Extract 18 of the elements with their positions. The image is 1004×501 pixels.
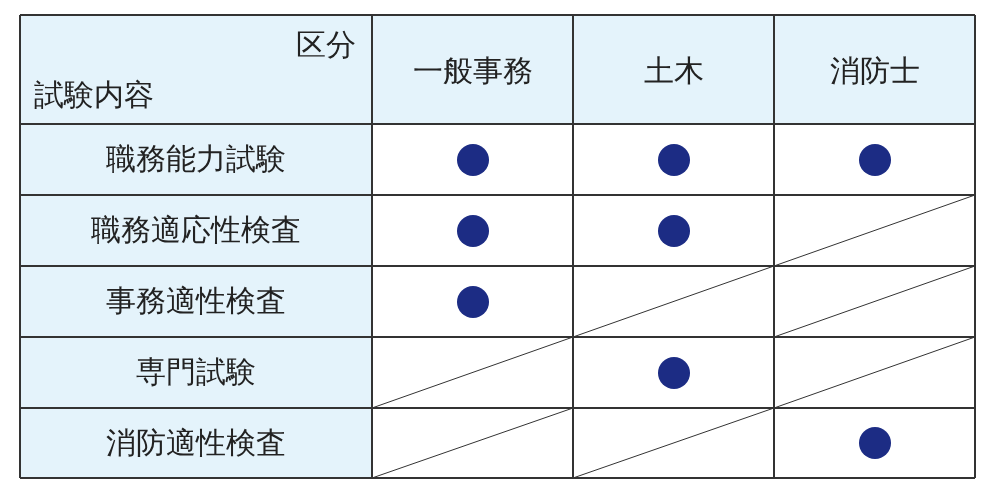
header-label: 区分	[296, 26, 356, 64]
header-label: 試験内容	[34, 76, 154, 114]
row-header: 専門試験	[20, 337, 372, 408]
dot-marker	[657, 356, 690, 389]
dot-marker	[858, 143, 891, 176]
dot-marker	[657, 214, 690, 247]
row-header: 職務適応性検査	[20, 195, 372, 266]
dot-marker	[456, 143, 489, 176]
row-header: 事務適性検査	[20, 266, 372, 337]
dot-marker	[657, 143, 690, 176]
column-header: 一般事務	[372, 15, 573, 124]
row-header: 職務能力試験	[20, 124, 372, 195]
dot-marker	[456, 285, 489, 318]
dot-marker	[858, 427, 891, 459]
column-header: 土木	[573, 15, 774, 124]
dot-marker	[456, 214, 489, 247]
row-header: 消防適性検査	[20, 408, 372, 478]
column-header: 消防士	[774, 15, 975, 124]
